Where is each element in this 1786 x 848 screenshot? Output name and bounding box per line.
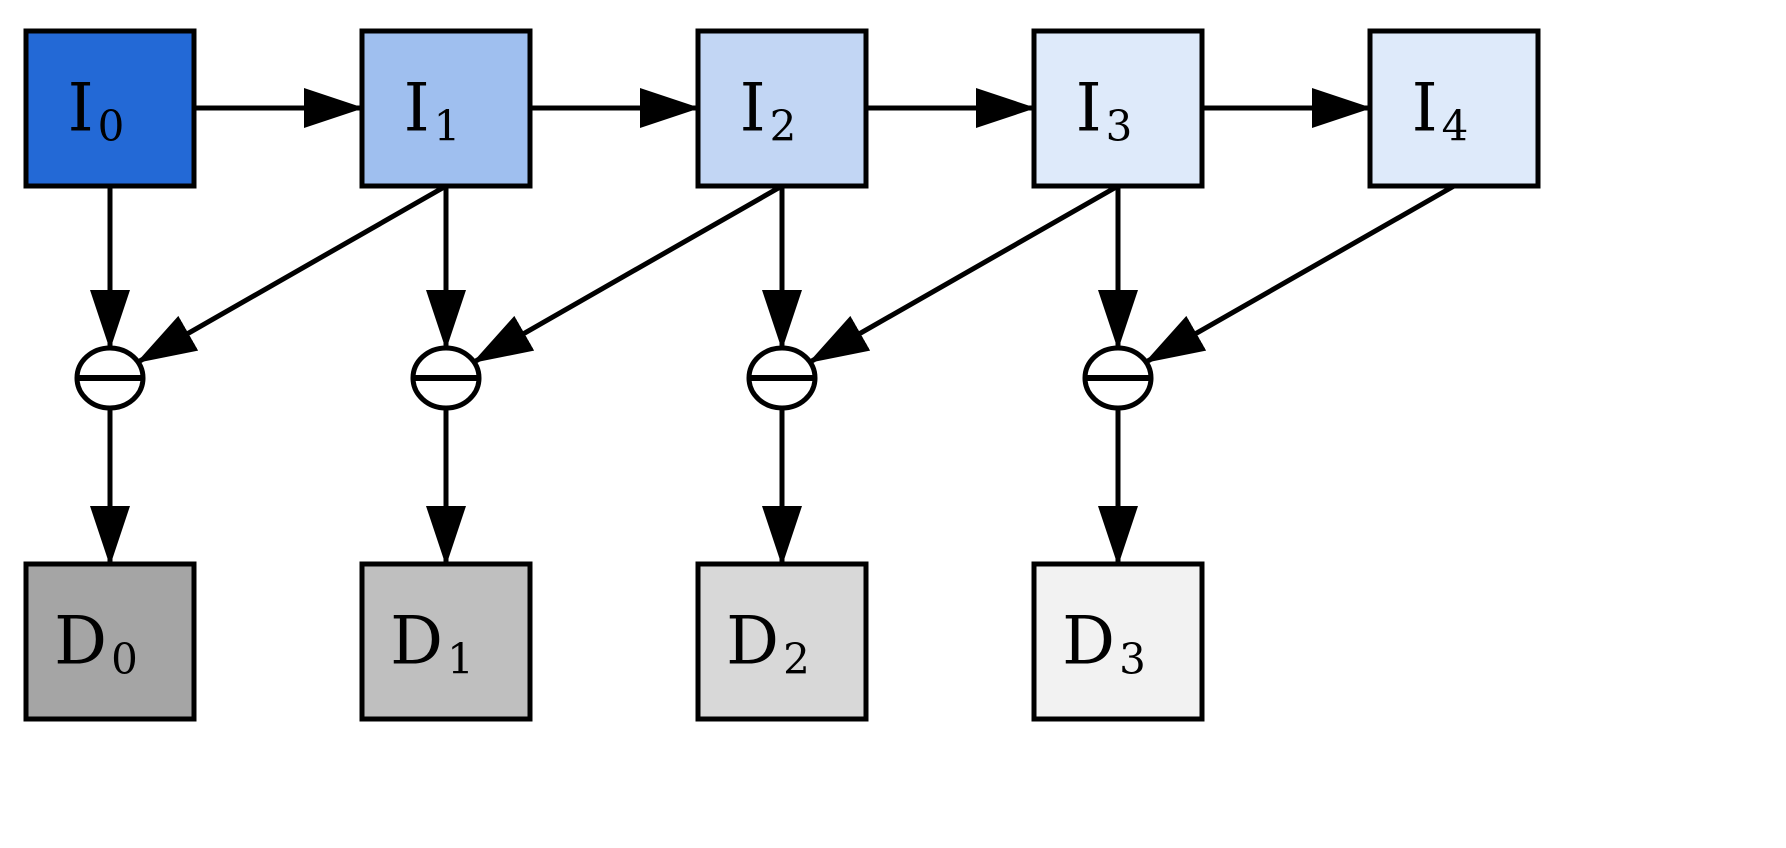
arrow-i4-to-minus3: [1144, 183, 1456, 365]
edges: [90, 88, 1456, 566]
difference-node-d3: D3: [1031, 561, 1205, 722]
difference-box: [695, 561, 869, 722]
image-box: [359, 28, 533, 189]
difference-label: D2: [726, 603, 810, 684]
label-letter: D: [726, 603, 779, 680]
label-subscript: 1: [434, 102, 461, 151]
image-label: I3: [1076, 70, 1133, 151]
image-label: I2: [740, 70, 797, 151]
arrow-i2-to-minus1: [472, 183, 784, 365]
subtract-operator-minus0: [74, 345, 146, 411]
label-letter: D: [390, 603, 443, 680]
image-box: [1031, 28, 1205, 189]
label-letter: D: [54, 603, 107, 680]
label-subscript: 3: [1119, 635, 1146, 684]
image-label: I1: [404, 70, 461, 151]
difference-node-d2: D2: [695, 561, 869, 722]
difference-node-d1: D1: [359, 561, 533, 722]
label-letter: I: [740, 70, 766, 147]
image-node-i2: I2: [695, 28, 869, 189]
difference-label: D1: [390, 603, 474, 684]
arrow-i1-to-minus0: [136, 183, 448, 365]
label-letter: I: [404, 70, 430, 147]
image-box: [1367, 28, 1541, 189]
image-box: [695, 28, 869, 189]
image-node-i0: I0: [23, 28, 197, 189]
label-letter: I: [68, 70, 94, 147]
label-subscript: 1: [447, 635, 474, 684]
label-subscript: 2: [783, 635, 810, 684]
label-subscript: 3: [1106, 102, 1133, 151]
difference-box: [1031, 561, 1205, 722]
image-node-i1: I1: [359, 28, 533, 189]
image-label: I4: [1412, 70, 1469, 151]
label-subscript: 4: [1442, 102, 1469, 151]
subtract-operator-minus1: [410, 345, 482, 411]
difference-node-d0: D0: [23, 561, 197, 722]
arrow-i3-to-minus2: [808, 183, 1120, 365]
image-node-i3: I3: [1031, 28, 1205, 189]
subtract-operator-minus2: [746, 345, 818, 411]
label-letter: D: [1062, 603, 1115, 680]
image-box: [23, 28, 197, 189]
label-letter: I: [1076, 70, 1102, 147]
label-subscript: 0: [111, 635, 138, 684]
difference-label: D3: [1062, 603, 1146, 684]
difference-box: [23, 561, 197, 722]
label-subscript: 0: [98, 102, 125, 151]
difference-box: [359, 561, 533, 722]
label-letter: I: [1412, 70, 1438, 147]
difference-label: D0: [54, 603, 138, 684]
image-label: I0: [68, 70, 125, 151]
image-node-i4: I4: [1367, 28, 1541, 189]
label-subscript: 2: [770, 102, 797, 151]
subtract-operator-minus3: [1082, 345, 1154, 411]
